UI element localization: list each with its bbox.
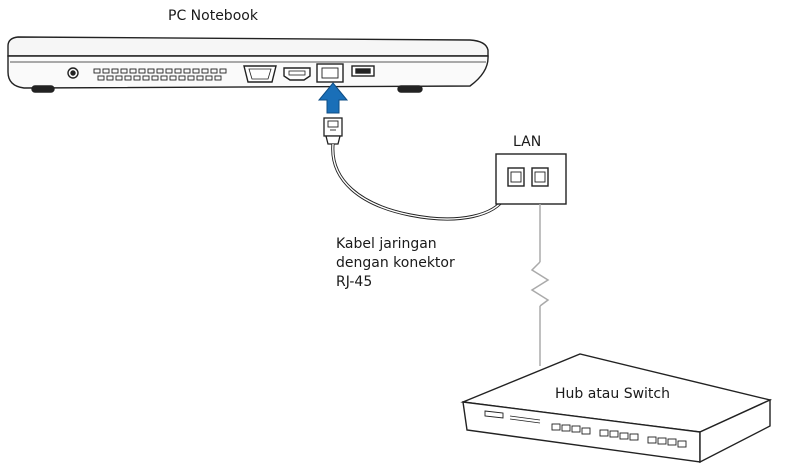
notebook-label: PC Notebook (168, 8, 258, 24)
cable-label: Kabel jaringan dengan konektor RJ-45 (336, 235, 455, 292)
notebook-illustration (7, 36, 489, 93)
wall-to-hub-link (530, 204, 550, 366)
lan-label: LAN (513, 134, 542, 150)
rj45-plug (323, 117, 343, 145)
cable-label-line-2: dengan konektor (336, 255, 455, 271)
network-cable (331, 143, 514, 221)
insert-arrow (317, 82, 349, 114)
hub-switch-illustration (460, 353, 773, 464)
hub-label: Hub atau Switch (555, 386, 670, 402)
lan-wall-outlet (495, 153, 567, 205)
cable-label-line-3: RJ-45 (336, 274, 373, 290)
cable-label-line-1: Kabel jaringan (336, 236, 437, 252)
